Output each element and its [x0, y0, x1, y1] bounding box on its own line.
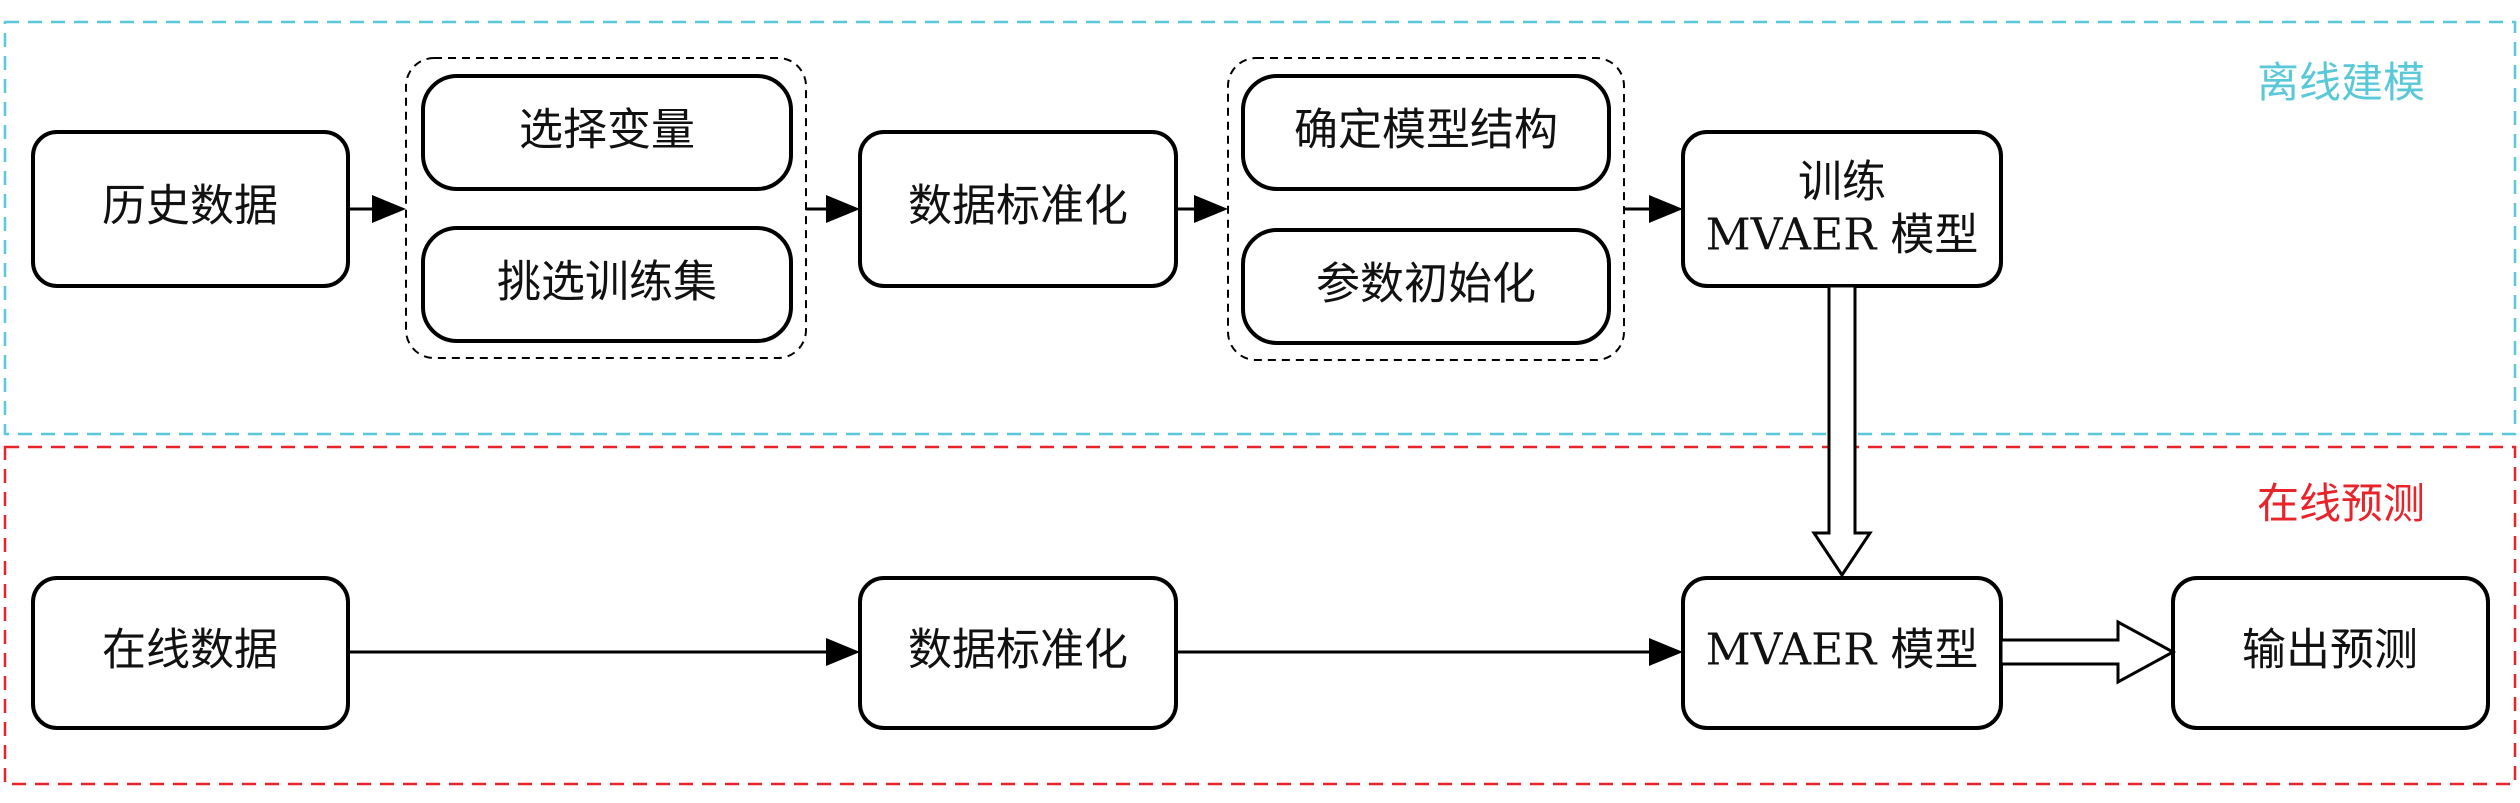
online-model-node: MVAER 模型 [1681, 576, 2003, 730]
arrow-history-to-selection [348, 195, 406, 223]
output-prediction-node: 输出预测 [2171, 576, 2490, 730]
online-standardization-label: 数据标准化 [908, 625, 1128, 676]
hollow-arrow-model-to-output [1999, 619, 2177, 685]
select-variables-label: 选择变量 [519, 105, 695, 156]
online-section-frame [3, 445, 2517, 786]
select-variables-node: 选择变量 [421, 74, 793, 191]
online-data-label: 在线数据 [102, 625, 278, 676]
online-model-label: MVAER 模型 [1706, 625, 1979, 676]
history-data-node: 历史数据 [31, 130, 350, 288]
arrow-online-data-to-standardization [348, 638, 860, 666]
arrow-standardization-to-model [1176, 638, 1683, 666]
offline-section-label: 离线建模 [2257, 58, 2425, 107]
output-prediction-label: 输出预测 [2242, 625, 2418, 676]
history-data-label: 历史数据 [102, 181, 278, 232]
arrow-selection-to-standardization [806, 195, 860, 223]
online-standardization-node: 数据标准化 [858, 576, 1178, 730]
offline-section-frame [3, 20, 2517, 436]
arrow-setup-to-train [1624, 195, 1683, 223]
pick-training-set-node: 挑选训练集 [421, 226, 793, 343]
offline-standardization-node: 数据标准化 [858, 130, 1178, 288]
param-init-label: 参数初始化 [1316, 259, 1536, 310]
offline-standardization-label: 数据标准化 [908, 181, 1128, 232]
online-section-label: 在线预测 [2257, 479, 2425, 528]
param-init-node: 参数初始化 [1241, 228, 1611, 345]
online-data-node: 在线数据 [31, 576, 350, 730]
arrow-standardization-to-setup [1176, 195, 1228, 223]
determine-structure-node: 确定模型结构 [1241, 74, 1611, 191]
hollow-arrow-train-to-model [1811, 284, 1873, 578]
train-model-label-line1: 训练 [1798, 157, 1886, 208]
pick-training-set-label: 挑选训练集 [497, 257, 717, 308]
train-model-node: 训练 MVAER 模型 [1681, 130, 2003, 288]
train-model-label-line2: MVAER 模型 [1706, 210, 1979, 261]
determine-structure-label: 确定模型结构 [1294, 105, 1558, 156]
